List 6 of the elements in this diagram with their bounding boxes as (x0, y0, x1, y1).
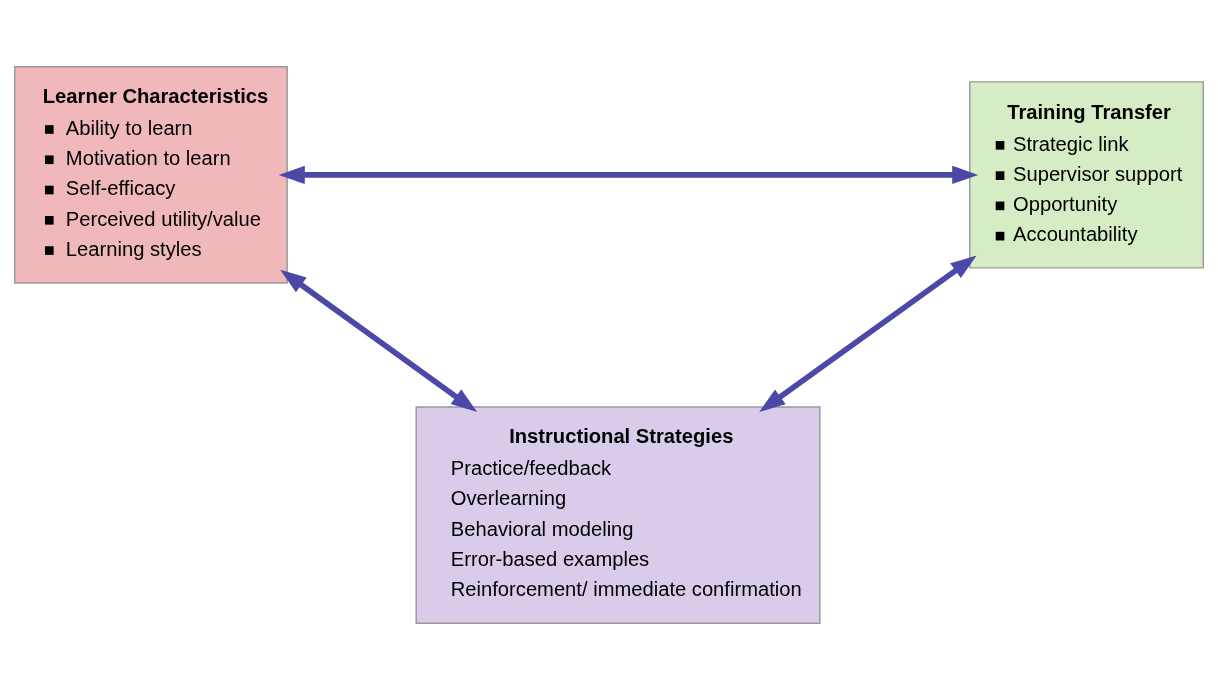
node-box: Training Transfer Strategic link Supervisor support Opportunity Accountability (969, 80, 1205, 269)
arrow (280, 269, 478, 412)
arrow (759, 254, 977, 412)
node-box: Learner Characteristics Ability to learn Motivation to learn Self-efficacy Perceived utility/value Learning styles (13, 65, 288, 284)
arrow (278, 165, 979, 184)
node-box: Instructional Strategies Practice/feedback Overlearning Behavioral modeling Error-based examples Reinforcement/ immediate confirmation (415, 405, 821, 624)
